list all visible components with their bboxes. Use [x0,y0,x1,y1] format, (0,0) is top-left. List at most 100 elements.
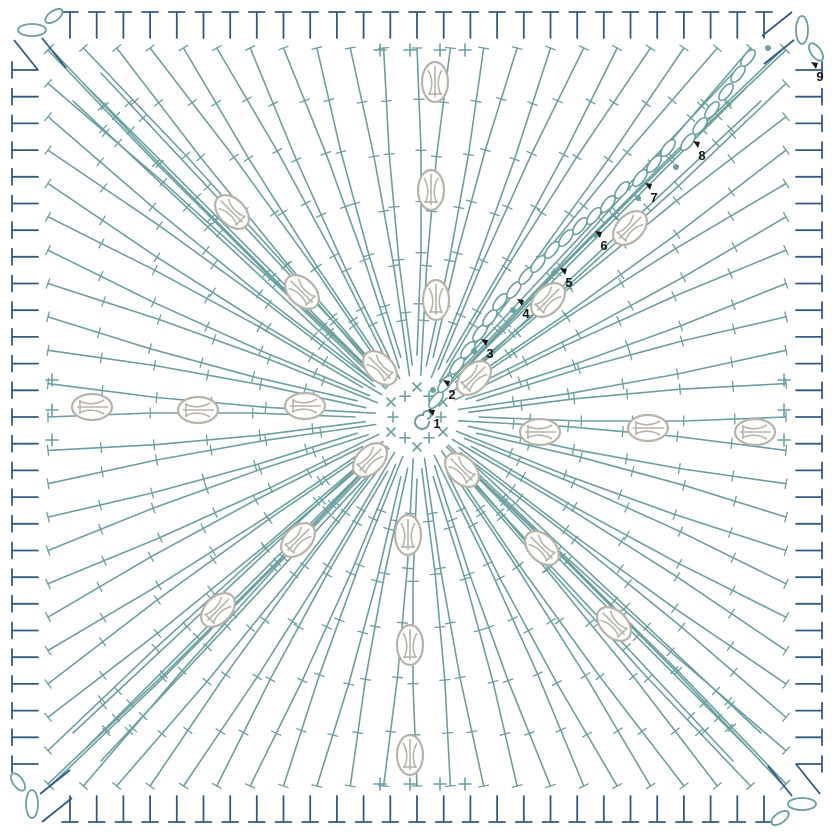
crossbar-tick [585,619,595,627]
crossbar-tick [99,637,107,647]
dot-icon [510,307,516,313]
crossbar-tick [98,238,105,249]
puff-base [533,302,546,315]
crossbar-tick [516,455,522,467]
round-number: 9 [816,69,823,84]
crossbar-tick [349,201,361,206]
puff-strands [400,519,416,550]
crossbar-tick [733,495,737,507]
crossbar-tick [304,443,309,455]
t-stitch-icon [354,11,373,39]
t-stitch-icon [461,795,480,823]
crossbar-tick [193,632,202,641]
puff-strands [528,534,556,562]
crossbar-tick [520,399,523,412]
crossbar-tick [310,331,318,341]
crossbar-tick [489,211,500,217]
puff-strands [288,278,316,306]
crossbar-tick [695,728,704,737]
arrow-marker-icon [443,380,450,387]
puff-strands [366,354,394,382]
crossbar-tick [357,630,369,635]
crossbar-tick [724,696,733,706]
crossbar-tick [475,510,486,518]
t-stitch-icon [11,434,39,453]
crossbar-tick [383,526,395,531]
puff-stitch-icon [456,360,492,396]
crossbar-tick [618,278,625,288]
crossbar-tick [101,555,107,566]
t-stitch-icon [795,114,823,133]
crossbar-tick [111,713,121,723]
crossbar-tick [203,222,212,232]
arrow-marker-icon [693,141,700,148]
t-stitch-icon [354,795,373,823]
chain-oval-icon [660,138,676,158]
t-stitch-icon [795,514,823,533]
sc-plus-icon [399,390,411,403]
corner-spoke [456,456,748,748]
puff-stitch-icon [416,168,446,212]
crossbar-tick [323,98,335,103]
crossbar-tick [101,296,106,307]
puff-stitch-icon [214,194,250,230]
puff-strands [633,420,664,436]
round-label-5: 5 [560,268,573,290]
arrow-marker-icon [811,62,818,69]
t-bar [45,578,51,590]
t-bar [478,46,490,50]
crossbar-tick [321,455,328,467]
crossbar-tick [523,627,534,634]
crossbar-tick [384,730,397,733]
crossbar-tick [97,327,101,339]
arrow-marker-icon [595,231,602,238]
puff-stitch-icon [733,417,777,447]
t-stitch-icon [11,381,39,400]
t-stitch-icon [327,11,346,39]
crossbar-tick [670,727,680,736]
crossbar-tick [622,643,631,652]
chain-oval [25,789,39,819]
corner-leg [13,39,39,71]
t-bar [344,784,356,788]
t-bar [645,44,656,52]
chain-oval-icon [437,374,453,394]
t-stitch-icon [701,795,720,823]
corner-spoke [72,100,374,383]
t-bar [612,44,623,52]
t-bar [79,43,88,53]
crossbar-tick [207,585,215,595]
t-bar [782,645,790,656]
crossbar-tick [321,624,332,630]
crossbar-tick [124,98,134,108]
crossbar-tick [641,100,651,108]
crossbar-tick [210,260,218,270]
crossbar-tick [699,699,708,708]
corner-leg [795,763,821,795]
crossbar-tick [101,384,104,397]
crossbar-tick [209,444,213,456]
crossbar-tick [630,465,635,477]
t-stitch-icon [795,594,823,613]
crossbar-tick [367,321,379,328]
crossbar-tick [730,552,736,563]
crossbar-tick [730,437,733,450]
crossbar-tick [100,183,108,193]
puff-base [544,550,557,563]
crossbar-tick [608,99,619,106]
crossbar-tick [729,667,738,677]
crossbar-tick [126,699,135,708]
puff-stitch-icon [393,513,423,557]
sc-plus-icon [373,43,387,57]
crossbar-tick [388,205,400,209]
t-stitch-icon [488,795,507,823]
crossbar-tick [731,470,735,482]
crossbar-tick [376,311,388,317]
crossbar-tick [700,726,710,736]
t-stitch-icon [795,87,823,106]
puff-strands [402,629,418,660]
puff-stitch-icon [200,592,236,628]
crossbar-tick [546,618,556,625]
crossbar-tick [278,209,288,216]
crossbar-tick [730,356,734,368]
